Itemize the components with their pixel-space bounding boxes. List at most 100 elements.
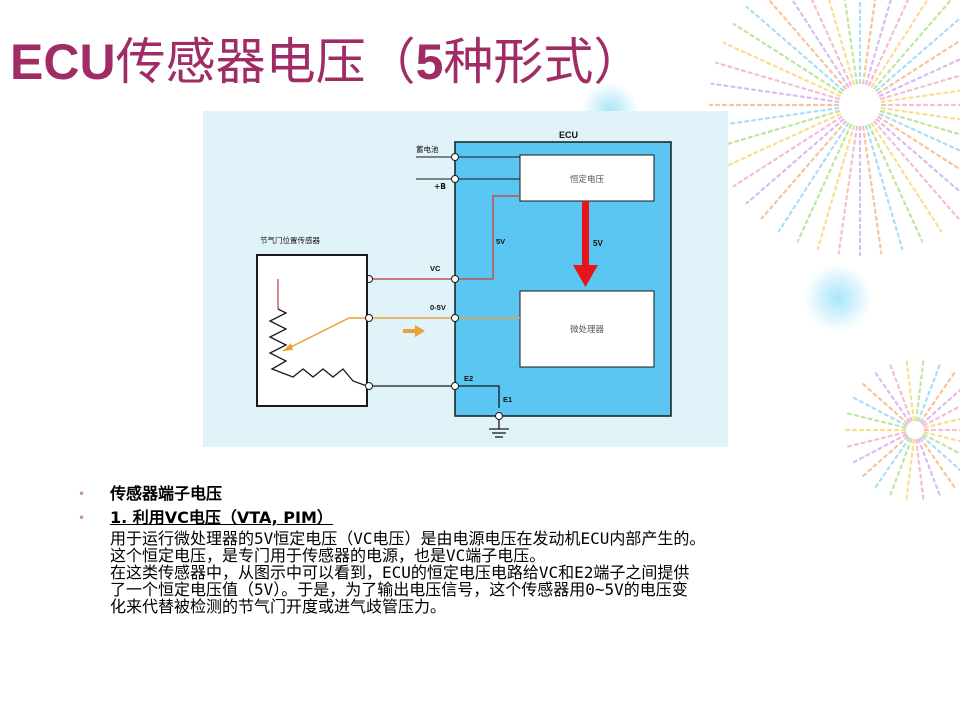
ecu-signal-terminal <box>451 314 459 322</box>
sensor-e2-terminal <box>365 382 373 390</box>
firework-ray <box>921 388 960 425</box>
sensor-label: 节气门位置传感器 <box>260 235 320 245</box>
sensor-signal-terminal <box>365 314 373 322</box>
e2-line <box>367 385 500 408</box>
firework-ray <box>877 115 960 171</box>
firework-ray <box>861 435 909 478</box>
bullet-subheading: 1. 利用VC电压（VTA, PIM） <box>110 508 333 527</box>
firework-ray <box>745 5 845 92</box>
vc-line <box>278 195 520 280</box>
sensor-circuit-diagram: ECU 恒定电压 微处理器 5V 蓄电池 +B 5V VC 节气门位置传感器 0… <box>203 111 728 447</box>
firework-ray <box>714 61 840 100</box>
microprocessor-box <box>519 290 655 368</box>
paragraph-line: 在这类传感器中，从图示中可以看到，ECU的恒定电压电路给VC和E2端子之间提供 <box>110 563 690 582</box>
firework-ray <box>722 113 842 169</box>
firework-ray <box>851 433 908 464</box>
firework-ray <box>923 417 960 429</box>
wiper-arrow-head <box>283 343 293 351</box>
paragraph-line: 用于运行微处理器的5V恒定电压（VC电压）是由电源电压在发动机ECU内部产生的。 <box>110 529 706 548</box>
firework-ray <box>714 110 840 149</box>
battery-label: 蓄电池 <box>416 144 439 154</box>
vc-label: VC <box>430 264 441 273</box>
title-number: 5 <box>415 34 444 90</box>
firework-ray <box>710 82 840 103</box>
bullet-heading: 传感器端子电压 <box>110 484 223 503</box>
resistor-zigzag <box>268 308 368 387</box>
firework-ray <box>828 0 855 85</box>
firework-ray <box>905 438 915 501</box>
firework-ray <box>845 431 907 448</box>
firework-ray <box>862 125 883 255</box>
firework-ray <box>816 125 855 251</box>
ecu-e2-terminal <box>451 382 459 390</box>
firework-ray <box>915 438 925 501</box>
firework-ray <box>865 0 892 85</box>
ecu-vc-terminal <box>451 275 459 283</box>
body-paragraph: 用于运行微处理器的5V恒定电压（VC电压）是由电源电压在发动机ECU内部产生的。… <box>110 530 928 615</box>
firework-ray <box>870 122 943 233</box>
firework-ray <box>745 118 845 205</box>
firework-ray <box>868 123 924 243</box>
firework-ray <box>878 113 960 152</box>
firework-ray <box>889 363 913 422</box>
microprocessor-label: 微处理器 <box>570 324 605 335</box>
firework-ray <box>862 0 877 85</box>
e1-terminal <box>495 412 503 420</box>
firework-ray <box>767 0 847 90</box>
bullet-item: • 传感器端子电压 <box>78 484 928 504</box>
firework-burst-small <box>843 359 960 501</box>
regulator-box <box>519 154 655 202</box>
firework-ray <box>710 107 840 128</box>
firework-ray <box>873 0 953 90</box>
firework-ray <box>919 437 956 489</box>
firework-ray <box>722 41 842 97</box>
firework-ray <box>843 0 858 85</box>
firework-ray <box>870 0 929 88</box>
firework-ray <box>837 125 858 255</box>
slide-title: ECU传感器电压（5种形式） <box>10 22 643 94</box>
firework-ray <box>791 0 850 88</box>
bullet-dot-icon: • <box>78 487 86 501</box>
signal-label: 0-5V <box>430 303 446 312</box>
firework-ray <box>923 431 960 443</box>
plus-b-label: +B <box>434 182 446 191</box>
signal-line <box>282 317 520 352</box>
firework-ray <box>880 110 960 136</box>
firework-burst-large <box>708 0 960 257</box>
firework-ray <box>796 123 852 243</box>
throttle-sensor-box <box>256 254 368 407</box>
firework-ray <box>919 371 956 423</box>
firework-ray <box>845 412 907 429</box>
battery-terminal <box>451 153 459 161</box>
plus-b-terminal <box>451 175 459 183</box>
firework-ray <box>880 89 960 103</box>
paragraph-line: 这个恒定电压，是专门用于传感器的电源，也是VC端子电压。 <box>110 546 546 565</box>
firework-ray <box>915 359 925 422</box>
arrow-5v-label: 5V <box>593 239 603 248</box>
paragraph-line: 化来代替被检测的节气门开度或进气歧管压力。 <box>110 597 447 616</box>
red-arrow-head <box>573 265 598 287</box>
regulator-label: 恒定电压 <box>570 174 605 185</box>
bullet-item: • 1. 利用VC电压（VTA, PIM） 用于运行微处理器的5V恒定电压（VC… <box>78 508 928 615</box>
firework-ray <box>921 435 960 472</box>
title-suffix: 种形式） <box>443 33 644 91</box>
firework-ray <box>877 39 960 95</box>
firework-ray <box>777 122 850 233</box>
firework-ray <box>917 363 941 422</box>
firework-ray <box>922 433 960 455</box>
firework-ray <box>880 107 960 121</box>
firework-ray <box>874 437 911 489</box>
title-prefix: ECU <box>10 34 116 90</box>
orange-arrow-head <box>415 325 425 337</box>
firework-ray <box>760 120 847 220</box>
ecu-label: ECU <box>559 130 578 140</box>
e2-label: E2 <box>464 374 473 383</box>
firework-ray <box>732 22 843 95</box>
firework-ray <box>868 0 910 87</box>
firework-ray <box>875 118 960 194</box>
firework-ray <box>905 359 915 422</box>
firework-ray <box>874 371 911 423</box>
bullet-list: • 传感器端子电压 • 1. 利用VC电压（VTA, PIM） 用于运行微处理器… <box>78 484 928 615</box>
e1-label: E1 <box>503 395 512 404</box>
